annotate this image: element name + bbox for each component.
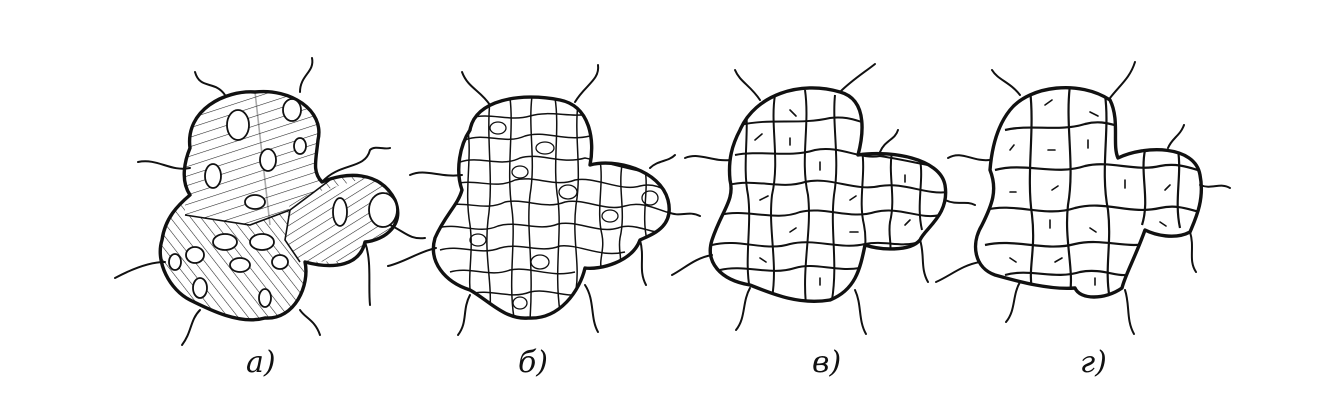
panel-a-label: а) (246, 345, 276, 380)
panel-b-structure (387, 64, 701, 336)
panel-v-tails (671, 63, 976, 335)
panel-g-grain-marks (1009, 99, 1171, 286)
panel-a-tails (114, 57, 426, 346)
panel-b-tails (387, 64, 701, 336)
panel-a-inclusions (168, 98, 398, 308)
panel-g-label: г) (1080, 345, 1107, 380)
panel-b-label: б) (518, 345, 549, 380)
panel-g-structure (935, 61, 1231, 335)
panel-v-label: в) (812, 345, 842, 380)
panel-b-grain-marks (469, 121, 659, 310)
panel-v-structure (671, 63, 976, 335)
panel-a-structure (114, 57, 426, 346)
panel-g-tails (935, 61, 1231, 335)
panel-v-grain-marks (754, 109, 911, 286)
